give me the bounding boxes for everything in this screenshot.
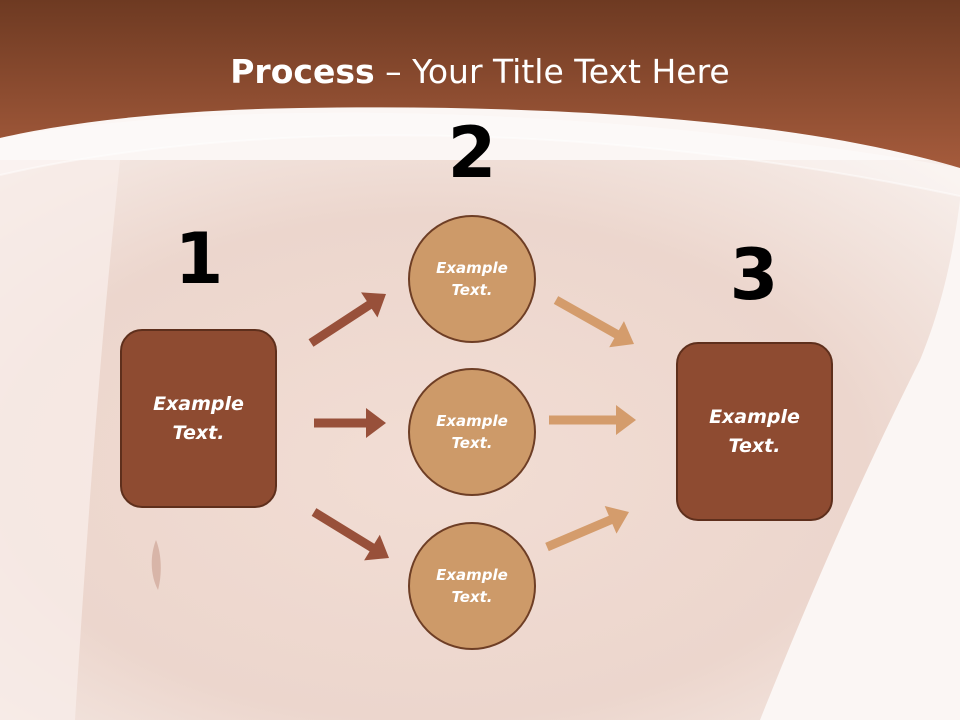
title-bold: Process <box>230 52 375 91</box>
arrow-top-to-3 <box>553 296 635 348</box>
step-3-text: Example Text. <box>709 406 800 457</box>
step-2-circle-bottom: Example Text. <box>408 522 536 650</box>
arrow-1-to-top <box>308 292 386 347</box>
circle-bottom-text: Example Text. <box>436 565 508 607</box>
slide-title: Process – Your Title Text Here <box>0 52 960 91</box>
step-3-box: Example Text. <box>676 342 833 521</box>
step-number-1: 1 <box>174 218 224 300</box>
header-swoosh <box>0 112 960 196</box>
step-1-box: Example Text. <box>120 329 277 508</box>
step-2-circle-top: Example Text. <box>408 215 536 343</box>
arrow-middle-to-3 <box>549 405 636 435</box>
step-1-text: Example Text. <box>153 393 244 444</box>
arrow-1-to-bottom <box>311 508 390 561</box>
title-rest: – Your Title Text Here <box>374 52 730 91</box>
arrow-1-to-middle <box>314 408 386 438</box>
navel-shape <box>151 540 161 590</box>
arrow-bottom-to-3 <box>545 506 630 552</box>
header-band <box>0 0 960 168</box>
circle-top-text: Example Text. <box>436 258 508 300</box>
step-number-2: 2 <box>447 112 497 194</box>
step-2-circle-middle: Example Text. <box>408 368 536 496</box>
step-number-3: 3 <box>729 234 779 316</box>
circle-middle-text: Example Text. <box>436 411 508 453</box>
